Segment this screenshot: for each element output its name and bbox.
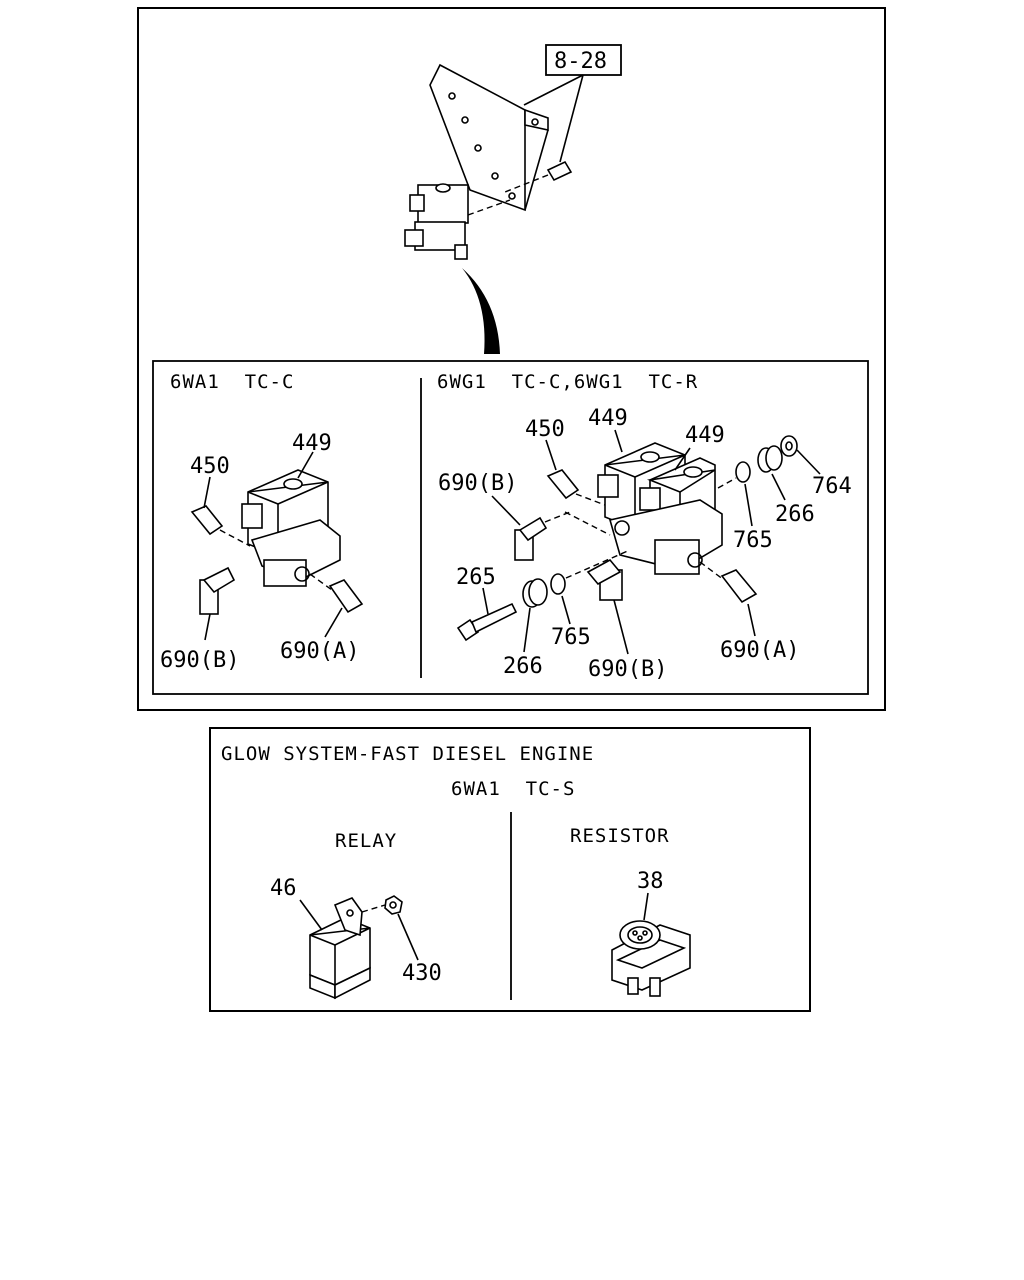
left-section-title: 6WA1 TC-C: [170, 371, 294, 393]
label-690a-right: 690(A): [720, 638, 799, 663]
label-690b-upper-right: 690(B): [438, 471, 517, 496]
label-266-upper: 266: [775, 502, 815, 527]
label-450-left: 450: [190, 454, 230, 479]
elbow-690b-upper-right: [514, 511, 611, 561]
mounting-bracket: [429, 63, 549, 212]
resistor-heading: RESISTOR: [570, 825, 670, 847]
reference-box: [545, 44, 622, 76]
right-section-title: 6WG1 TC-C,6WG1 TC-R: [437, 371, 698, 393]
label-690b-left: 690(B): [160, 648, 239, 673]
nut-430: [384, 895, 403, 915]
label-690b-lower-right: 690(B): [588, 657, 667, 682]
valve-assembly-overview: [404, 183, 511, 260]
label-266-lower: 266: [503, 654, 543, 679]
bottom-panel-frame: [209, 727, 811, 1012]
fitting-690a-left: [309, 573, 364, 614]
detail-frame: [152, 360, 869, 695]
top-panel-frame: [137, 7, 886, 711]
fitting-450-right: [546, 469, 606, 506]
valve-body-right: [608, 499, 723, 575]
bottom-panel-title: GLOW SYSTEM-FAST DIESEL ENGINE: [221, 743, 594, 765]
label-46: 46: [270, 876, 297, 901]
solenoid-valve-left: [241, 469, 341, 587]
fitting-690a-right: [699, 561, 758, 604]
sleeve-266-lower: [522, 578, 548, 608]
reference-box-label: 8-28: [554, 49, 607, 74]
label-690a-left: 690(A): [280, 639, 359, 664]
label-430: 430: [402, 961, 442, 986]
label-764: 764: [812, 474, 852, 499]
label-765-lower: 765: [551, 625, 591, 650]
o-ring-765-upper: [717, 461, 751, 489]
label-265: 265: [456, 565, 496, 590]
fitting-450-left: [190, 505, 251, 547]
label-450-right: 450: [525, 417, 565, 442]
label-765-upper: 765: [733, 528, 773, 553]
resistor-38: [611, 920, 691, 997]
bottom-panel-subtitle: 6WA1 TC-S: [451, 778, 575, 800]
detail-pointer-arrow: [462, 268, 500, 354]
sleeve-266-upper: [757, 445, 783, 473]
bolt-265: [456, 602, 518, 642]
washer-764: [780, 435, 798, 457]
label-449-left: 449: [292, 431, 332, 456]
label-449-right-2: 449: [685, 423, 725, 448]
label-38: 38: [637, 869, 664, 894]
relay-46: [309, 897, 386, 1000]
label-449-right-1: 449: [588, 406, 628, 431]
bracket-bolt: [504, 160, 573, 193]
o-ring-765-lower: [550, 549, 631, 595]
elbow-690b-lower-right: [586, 558, 623, 601]
elbow-690b-left: [199, 566, 236, 615]
relay-heading: RELAY: [335, 830, 397, 852]
